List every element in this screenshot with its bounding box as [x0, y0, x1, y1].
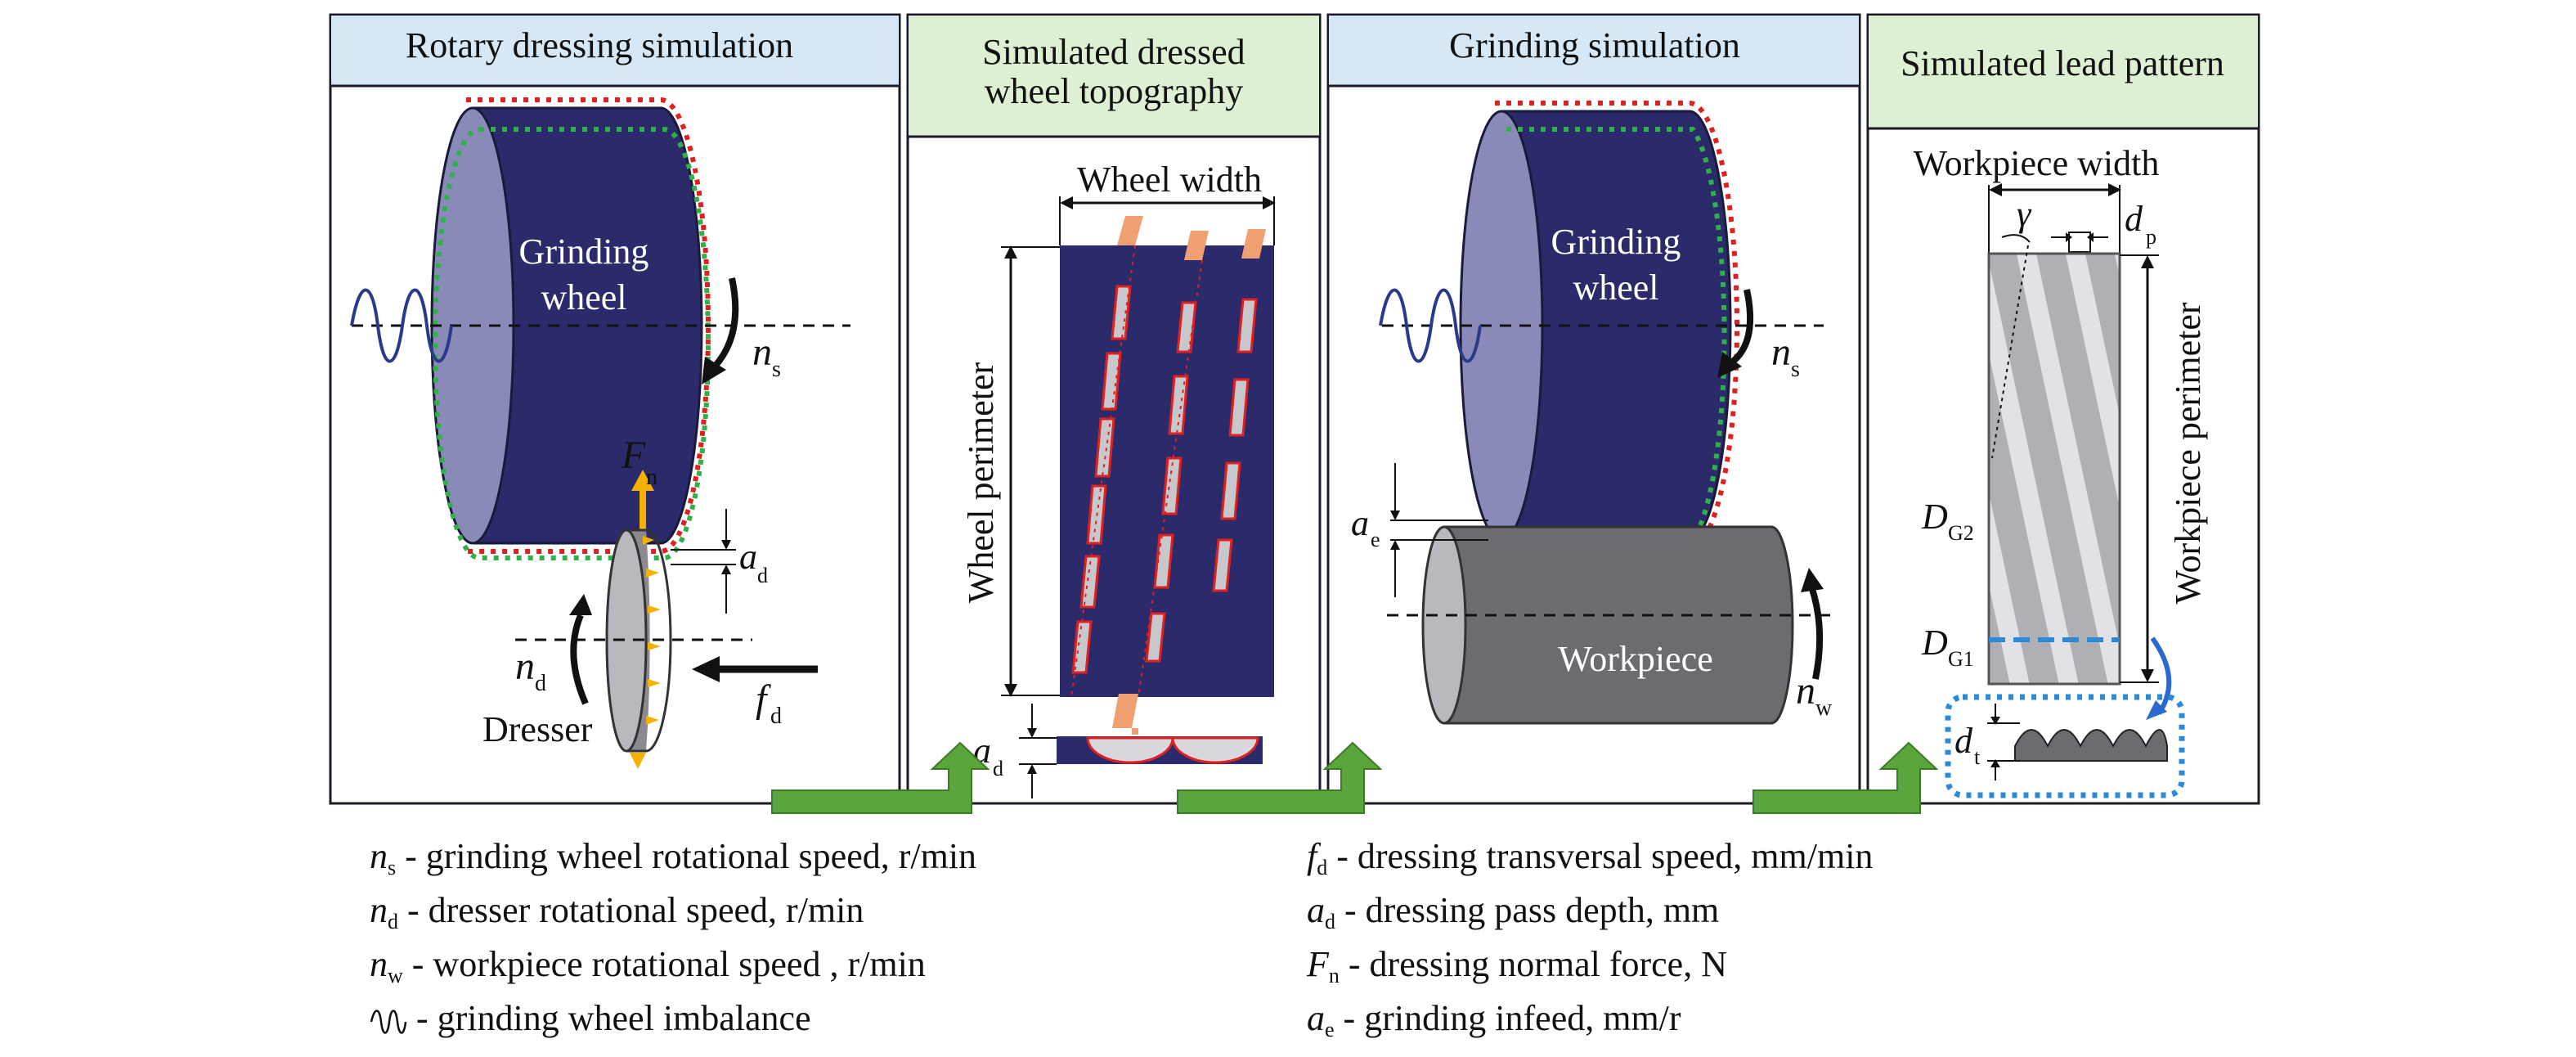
red-dotted-profile	[1495, 101, 1739, 551]
svg-text:Grinding: Grinding	[1551, 222, 1681, 262]
svg-text:a: a	[1351, 503, 1369, 543]
svg-text:wheel: wheel	[1573, 268, 1658, 308]
svg-text:d: d	[993, 757, 1003, 780]
svg-text:wheel: wheel	[541, 277, 626, 317]
svg-text:p: p	[2146, 225, 2156, 249]
legend-item: nd - dresser rotational speed, r/min	[370, 890, 864, 933]
svg-text:n: n	[646, 465, 657, 490]
legend-item: nw - workpiece rotational speed , r/min	[370, 944, 926, 987]
green-dotted-profile	[1506, 127, 1727, 542]
panel-rotary-dressing: Rotary dressing simulation Grinding whee…	[329, 13, 901, 805]
blue-arrow-icon	[2150, 636, 2172, 715]
panel-title: Grinding simulation	[1449, 25, 1740, 65]
legend-item: ns - grinding wheel rotational speed, r/…	[370, 836, 977, 879]
svg-text:Workpiece: Workpiece	[1558, 639, 1712, 679]
flow-arrow-1	[771, 741, 990, 814]
svg-text:d: d	[757, 564, 768, 587]
svg-text:w: w	[1815, 695, 1833, 721]
svg-text:d: d	[535, 671, 546, 696]
svg-text:G1: G1	[1948, 647, 1974, 671]
svg-text:Wheel width: Wheel width	[1077, 160, 1262, 200]
svg-text:n: n	[752, 331, 772, 374]
svg-text:d: d	[770, 704, 782, 729]
panel-title-bg	[909, 16, 1319, 137]
panel-title-bg	[1329, 16, 1859, 86]
panel-title-bg	[331, 16, 899, 86]
workpiece: Workpiece	[1421, 525, 1794, 725]
legend-item: fd - dressing transversal speed, mm/min	[1307, 836, 1874, 879]
svg-text:Grinding: Grinding	[519, 232, 649, 272]
svg-text:n: n	[515, 645, 535, 688]
flow-arrow-2	[1177, 741, 1383, 814]
legend-item: ad - dressing pass depth, mm	[1307, 890, 1720, 933]
legend-right: fd - dressing transversal speed, mm/min …	[1307, 830, 1873, 1046]
legend-item: ae - grinding infeed, mm/r	[1307, 998, 1681, 1041]
dresser-rotation-icon	[570, 614, 589, 705]
lead-pattern-map	[1987, 252, 2121, 686]
svg-text:s: s	[772, 357, 781, 382]
rotation-arrow-icon	[711, 277, 739, 371]
imbalance-wave-icon	[370, 1010, 407, 1034]
grinding-wheel: Grinding wheel	[430, 97, 711, 560]
svg-text:Workpiece width: Workpiece width	[1914, 143, 2160, 183]
svg-text:n: n	[1796, 669, 1815, 713]
panel-grinding-simulation: Grinding simulation Grinding wheel n s W…	[1326, 13, 1861, 805]
svg-text:Workpiece perimeter: Workpiece perimeter	[2168, 302, 2208, 604]
svg-text:Dresser: Dresser	[482, 709, 593, 749]
panel-title: Simulated dressed	[982, 32, 1245, 72]
svg-text:e: e	[1371, 528, 1380, 551]
svg-text:D: D	[1921, 497, 1948, 537]
panel-title-bg	[1869, 16, 2258, 128]
legend-left: ns - grinding wheel rotational speed, r/…	[370, 830, 976, 1046]
imbalance-wave-icon	[1379, 288, 1482, 363]
flow-arrow-3	[1752, 741, 1939, 814]
svg-text:d: d	[1954, 721, 1973, 761]
imbalance-wave-icon	[350, 288, 453, 363]
panel-lead-pattern: Simulated lead pattern Workpiece width γ…	[1866, 13, 2260, 805]
svg-text:F: F	[621, 434, 646, 477]
panel-title: wheel topography	[985, 71, 1243, 111]
svg-text:n: n	[1771, 331, 1791, 374]
legend-item: - grinding wheel imbalance	[370, 992, 976, 1046]
svg-text:γ: γ	[2017, 194, 2032, 234]
panel-title: Rotary dressing simulation	[406, 25, 793, 65]
svg-text:Wheel perimeter: Wheel perimeter	[961, 362, 1001, 603]
svg-text:t: t	[1974, 745, 1981, 769]
rotation-arrow-icon	[1728, 289, 1754, 367]
svg-text:a: a	[739, 537, 757, 577]
flow-arrows	[771, 741, 1939, 814]
lead-profile	[2014, 729, 2168, 762]
svg-text:G2: G2	[1948, 521, 1974, 545]
legend-item: Fn - dressing normal force, N	[1307, 944, 1727, 987]
svg-text:d: d	[2125, 199, 2143, 239]
panel-wheel-topography: Simulated dressed wheel topography Wheel…	[906, 13, 1322, 805]
panel-title: Simulated lead pattern	[1901, 43, 2224, 83]
svg-text:D: D	[1921, 623, 1948, 663]
svg-text:s: s	[1791, 357, 1800, 382]
workpiece-rotation-icon	[1809, 587, 1824, 680]
